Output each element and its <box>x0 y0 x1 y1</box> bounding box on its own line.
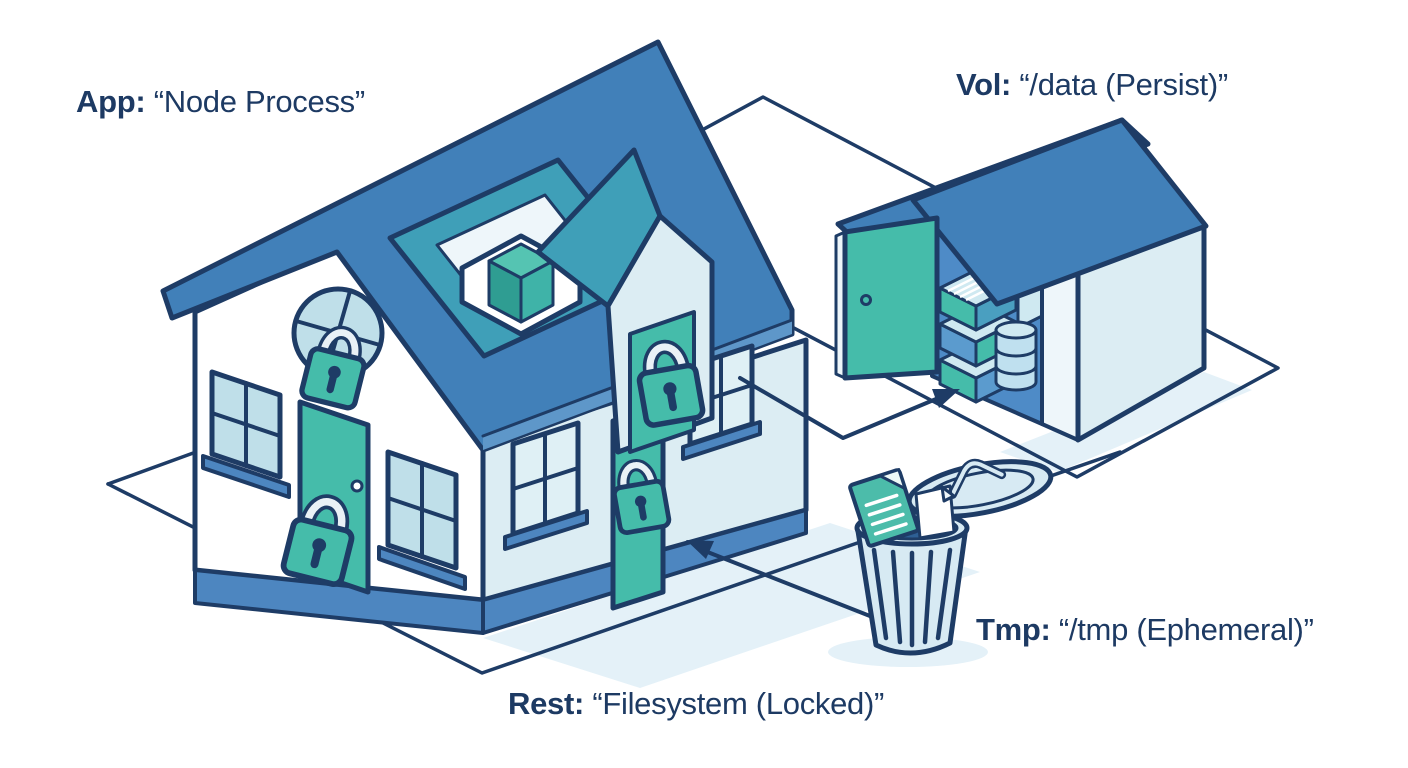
label-tmp-prefix: Tmp: <box>976 612 1051 647</box>
discarded-document-icon <box>848 468 920 548</box>
label-app: App: “Node Process” <box>76 84 365 120</box>
database-cylinder-icon <box>994 320 1038 392</box>
paper-scrap <box>914 484 956 540</box>
label-vol: Vol: “/data (Persist)” <box>956 67 1228 103</box>
label-tmp: Tmp: “/tmp (Ephemeral)” <box>976 612 1314 648</box>
label-vol-value: “/data (Persist)” <box>1019 67 1228 102</box>
node-cube-icon <box>487 242 555 324</box>
round-window <box>291 286 385 410</box>
window <box>377 449 467 591</box>
tmp-trash-can-icon <box>848 458 1054 656</box>
arrow-house-to-shed <box>738 376 960 440</box>
app-house <box>160 39 809 635</box>
front-door <box>282 399 371 595</box>
label-rest: Rest: “Filesystem (Locked)” <box>508 686 884 722</box>
dormer <box>535 147 715 455</box>
shed-door <box>834 215 940 381</box>
label-app-prefix: App: <box>76 84 146 119</box>
arrow-trash-to-house <box>686 540 877 620</box>
window <box>503 420 589 551</box>
label-rest-prefix: Rest: <box>508 686 585 721</box>
window <box>201 369 291 499</box>
label-app-value: “Node Process” <box>153 84 365 119</box>
label-vol-prefix: Vol: <box>956 67 1012 102</box>
label-rest-value: “Filesystem (Locked)” <box>592 686 885 721</box>
shed-roof-right <box>910 117 1209 307</box>
data-volume-shed <box>834 117 1209 443</box>
shed-gable-face <box>1040 264 1080 442</box>
label-tmp-value: “/tmp (Ephemeral)” <box>1058 612 1314 647</box>
